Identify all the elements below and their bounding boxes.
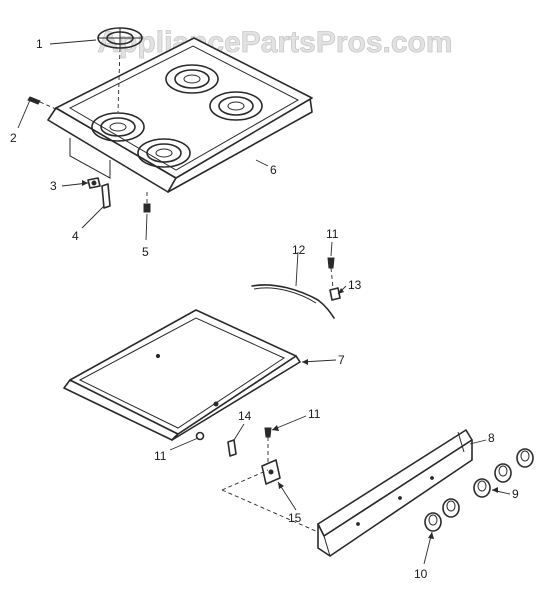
knob-4 <box>494 463 512 483</box>
callout-2: 2 <box>10 131 17 145</box>
part-mount-bracket <box>261 459 281 485</box>
callout-13: 13 <box>348 278 362 292</box>
burner-rear-right <box>209 91 263 121</box>
burner-rear-left <box>165 64 219 94</box>
knob-3 <box>473 478 491 498</box>
part-screw-wire <box>327 257 335 289</box>
callout-14: 14 <box>238 409 252 423</box>
part-bracket <box>101 183 111 209</box>
part-control-panel <box>317 429 473 557</box>
knob-1 <box>424 512 442 532</box>
part-screw-lower <box>143 192 151 213</box>
part-screw-mid <box>264 427 272 462</box>
callout-6: 6 <box>270 163 277 177</box>
callout-12: 12 <box>292 243 306 257</box>
callout-5: 5 <box>142 245 149 259</box>
part-screw-left <box>27 96 59 111</box>
burner-front-left <box>91 112 145 142</box>
callout-1: 1 <box>36 37 43 51</box>
callout-8: 8 <box>488 431 495 445</box>
callout-9: 9 <box>512 487 519 501</box>
burner-front-right <box>137 138 191 168</box>
leader-lines <box>17 39 511 565</box>
callout-11-right: 11 <box>308 407 321 421</box>
part-screw-panel <box>195 431 205 441</box>
callout-11-left: 11 <box>154 449 167 463</box>
part-burner-box-panel <box>63 309 301 441</box>
part-cooktop <box>47 37 313 193</box>
part-wire <box>251 284 335 319</box>
callout-4: 4 <box>72 229 79 243</box>
part-retainer <box>329 287 341 301</box>
watermark: AppliancePartsPros.com <box>97 26 452 59</box>
knob-2 <box>442 498 460 518</box>
callout-15: 15 <box>288 511 302 525</box>
part-burner-grate <box>97 27 143 113</box>
part-clip <box>87 177 101 189</box>
callout-10: 10 <box>414 567 428 581</box>
callout-7: 7 <box>338 353 345 367</box>
knob-5 <box>516 448 534 468</box>
callout-3: 3 <box>50 179 57 193</box>
callout-11-top: 11 <box>326 227 339 241</box>
part-spark-bracket <box>227 439 237 457</box>
